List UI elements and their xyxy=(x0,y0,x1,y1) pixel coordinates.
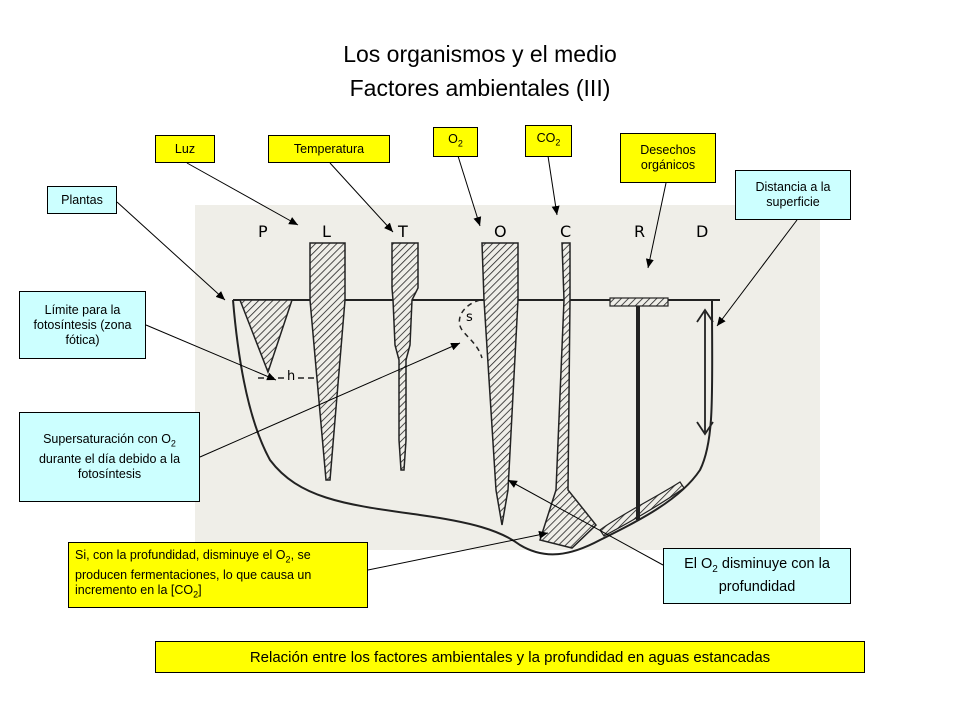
arrow-o2-disminuye xyxy=(507,479,664,566)
letter-c: C xyxy=(560,222,572,241)
label-supersaturacion: Supersaturación con O2 durante el día de… xyxy=(19,412,200,502)
label-distancia-text: Distancia a la superficie xyxy=(755,180,831,209)
label-luz: Luz xyxy=(155,135,215,163)
label-plantas-text: Plantas xyxy=(61,192,103,207)
label-desechos: Desechos orgánicos xyxy=(620,133,716,183)
letter-l: L xyxy=(322,222,331,241)
arrow-limite xyxy=(145,324,277,381)
depth-bar-top xyxy=(609,297,669,307)
label-limite: Límite para la fotosíntesis (zona fótica… xyxy=(19,291,146,359)
label-luz-text: Luz xyxy=(174,141,196,156)
label-co2-text: CO2 xyxy=(536,131,561,148)
letter-d: D xyxy=(696,222,709,241)
letter-r: R xyxy=(634,222,646,241)
arrow-o2 xyxy=(457,155,482,227)
distance-arrow-top-head xyxy=(696,308,714,323)
arrow-distancia xyxy=(716,219,798,327)
oxygen-wedge xyxy=(481,242,519,526)
label-plantas: Plantas xyxy=(47,186,117,214)
label-o2: O2 xyxy=(433,127,478,157)
letter-p: P xyxy=(258,222,268,241)
light-wedge xyxy=(309,242,346,481)
label-o2-disminuye: El O2 disminuye con la profundidad xyxy=(663,548,851,604)
label-limite-text: Límite para la fotosíntesis (zona fótica… xyxy=(33,302,132,347)
label-fermentaciones-text: Si, con la profundidad, disminuye el O2,… xyxy=(75,548,312,599)
mark-h: h xyxy=(286,369,297,384)
label-desechos-text: Desechos orgánicos xyxy=(640,143,696,172)
arrow-temperatura xyxy=(329,162,394,233)
caption-text: Relación entre los factores ambientales … xyxy=(249,648,771,666)
letter-o: O xyxy=(494,222,507,241)
co2-column xyxy=(539,242,598,549)
arrow-desechos xyxy=(645,182,667,269)
arrow-supersaturacion xyxy=(199,342,461,458)
distance-arrow-bottom-head xyxy=(696,421,714,436)
arrow-fermentaciones xyxy=(367,530,549,571)
plants-wedge xyxy=(238,299,294,375)
arrow-luz xyxy=(186,162,299,226)
arrow-plantas xyxy=(116,201,226,301)
waste-layer xyxy=(599,481,685,537)
page-title-line2: Factores ambientales (III) xyxy=(349,75,611,101)
label-temperatura-text: Temperatura xyxy=(293,141,365,156)
temperature-column xyxy=(391,242,419,471)
page-title-line1: Los organismos y el medio xyxy=(343,41,617,67)
pond-outline xyxy=(232,299,714,556)
caption: Relación entre los factores ambientales … xyxy=(155,641,865,673)
label-supersaturacion-text: Supersaturación con O2 durante el día de… xyxy=(38,432,181,481)
arrow-co2 xyxy=(547,155,560,216)
letter-t: T xyxy=(398,222,408,241)
label-temperatura: Temperatura xyxy=(268,135,390,163)
label-fermentaciones: Si, con la profundidad, disminuye el O2,… xyxy=(68,542,368,608)
label-o2-disminuye-text: El O2 disminuye con la profundidad xyxy=(684,555,830,596)
label-o2-text: O2 xyxy=(448,132,463,149)
mark-s: s xyxy=(466,310,473,325)
label-co2: CO2 xyxy=(525,125,572,157)
label-distancia: Distancia a la superficie xyxy=(735,170,851,220)
supersaturation-curve xyxy=(458,299,483,359)
